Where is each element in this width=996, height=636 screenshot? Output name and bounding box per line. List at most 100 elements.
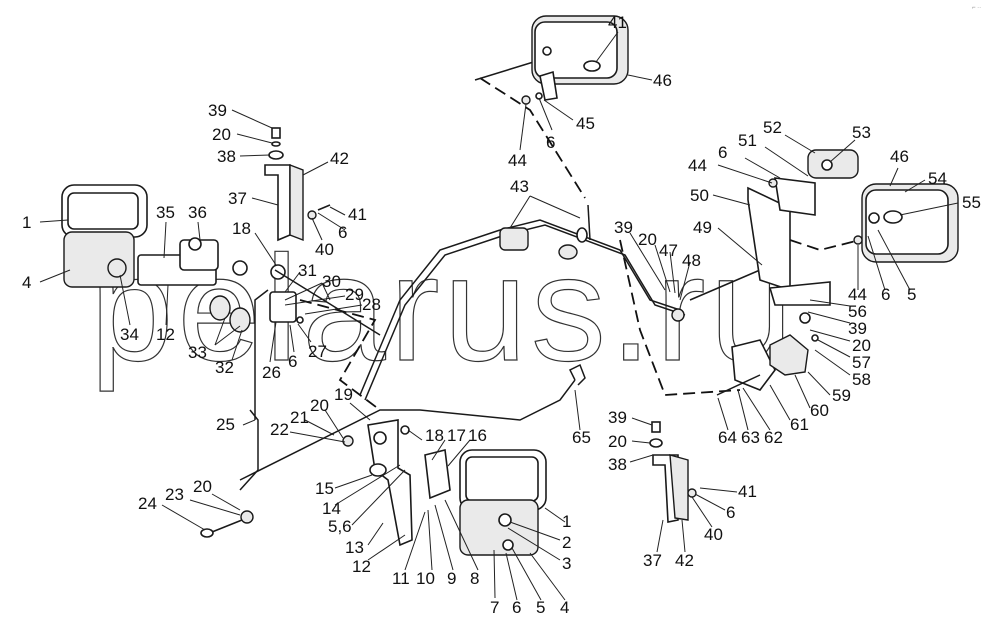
grommet-18-bottom (400, 425, 410, 435)
nut-44-right (853, 235, 863, 245)
label-27: 27 (308, 342, 327, 361)
bottom-work-lamp-lens (465, 456, 539, 502)
leader-line (769, 384, 791, 421)
label-4-left: 4 (22, 273, 31, 292)
connector-43-top (576, 227, 588, 243)
leader-line (744, 157, 781, 179)
nut-44-plate (768, 178, 778, 188)
right-lamp-grommet (868, 212, 880, 224)
dashed-wire-top (479, 77, 586, 199)
leader-line (694, 493, 726, 511)
label-54: 54 (928, 169, 947, 188)
label-11: 11 (392, 569, 410, 588)
leader-line (877, 229, 911, 291)
label-26: 26 (262, 363, 281, 382)
connector-43-right (558, 244, 578, 260)
leader-line (691, 496, 713, 528)
label-10: 10 (416, 569, 435, 588)
clamp-15 (369, 463, 387, 477)
label-43: 43 (510, 177, 529, 196)
leader-line (631, 417, 653, 426)
dashed-wire-right (619, 239, 741, 396)
label-41-top: 41 (608, 13, 627, 32)
bolt-39-br (651, 421, 661, 433)
label-55: 55 (962, 193, 981, 212)
leader-line (807, 311, 851, 324)
leader-line (39, 219, 69, 223)
leader-line (784, 134, 816, 154)
dashed-wire-plate (789, 239, 861, 251)
label-7: 7 (490, 598, 499, 617)
label-23: 23 (165, 485, 184, 504)
label-40-tl: 40 (315, 240, 334, 259)
screw-58 (811, 334, 819, 342)
nut-40 (307, 210, 317, 220)
leader-line (764, 146, 809, 177)
label-36: 36 (188, 203, 207, 222)
leader-line (163, 221, 167, 259)
leader-line (574, 389, 581, 431)
label-34: 34 (120, 325, 139, 344)
label-6-right: 6 (881, 285, 890, 304)
leader-line (311, 217, 323, 241)
leader-line (712, 194, 751, 206)
label-13: 13 (345, 538, 364, 557)
label-12-bc: 12 (352, 557, 371, 576)
leader-line (231, 329, 243, 361)
nut-22 (342, 435, 354, 447)
left-connector-34 (107, 258, 127, 278)
top-lamp-screw-41 (583, 60, 601, 72)
left-connector-block (269, 264, 381, 336)
label-33: 33 (188, 343, 207, 362)
leader-line (329, 206, 346, 216)
wire-24 (211, 519, 243, 533)
label-35: 35 (156, 203, 175, 222)
wire-64 (716, 374, 761, 396)
top-left-bracket (264, 127, 331, 242)
leader-line (627, 74, 653, 81)
label-2: 2 (562, 533, 571, 552)
leader-line (211, 493, 241, 511)
label-64: 64 (718, 428, 737, 447)
terminal-23 (240, 510, 254, 524)
clip-65 (568, 363, 586, 386)
label-20-h: 20 (310, 396, 329, 415)
label-51: 51 (738, 131, 757, 150)
label-56: 56 (848, 302, 867, 321)
label-1-left: 1 (22, 213, 31, 232)
leader-line (717, 164, 773, 184)
right-lamp-screw-55 (883, 210, 903, 224)
leader-line (189, 499, 241, 516)
bracket-51 (774, 177, 816, 216)
bottom-nut-5 (502, 539, 514, 551)
label-39-plate: 39 (614, 218, 633, 237)
harness-right-wire-2 (504, 224, 686, 316)
label-41-br: 41 (738, 482, 757, 501)
nut-40-br (687, 488, 697, 498)
leader-line (509, 195, 531, 229)
main-harness (239, 59, 761, 491)
label-37-tl: 37 (228, 189, 247, 208)
label-14: 14 (322, 499, 341, 518)
leader-line (809, 299, 851, 307)
leader-line (254, 232, 277, 266)
leader-line (899, 202, 959, 216)
rod-28 (274, 269, 381, 336)
leader-line (493, 549, 496, 599)
flange-61 (731, 339, 776, 391)
connector-32 (229, 307, 251, 333)
label-31: 31 (298, 261, 317, 280)
leader-line (39, 269, 71, 283)
label-52: 52 (763, 118, 782, 137)
label-28: 28 (362, 295, 381, 314)
leader-line (197, 221, 201, 241)
left-tail-lamp (63, 231, 135, 288)
leader-line (629, 232, 666, 291)
label-18-left: 18 (232, 219, 251, 238)
wire-top-lamp (474, 59, 541, 81)
leader-line (447, 439, 471, 467)
leader-line (165, 284, 169, 326)
label-61: 61 (790, 415, 809, 434)
leader-line (669, 251, 676, 294)
